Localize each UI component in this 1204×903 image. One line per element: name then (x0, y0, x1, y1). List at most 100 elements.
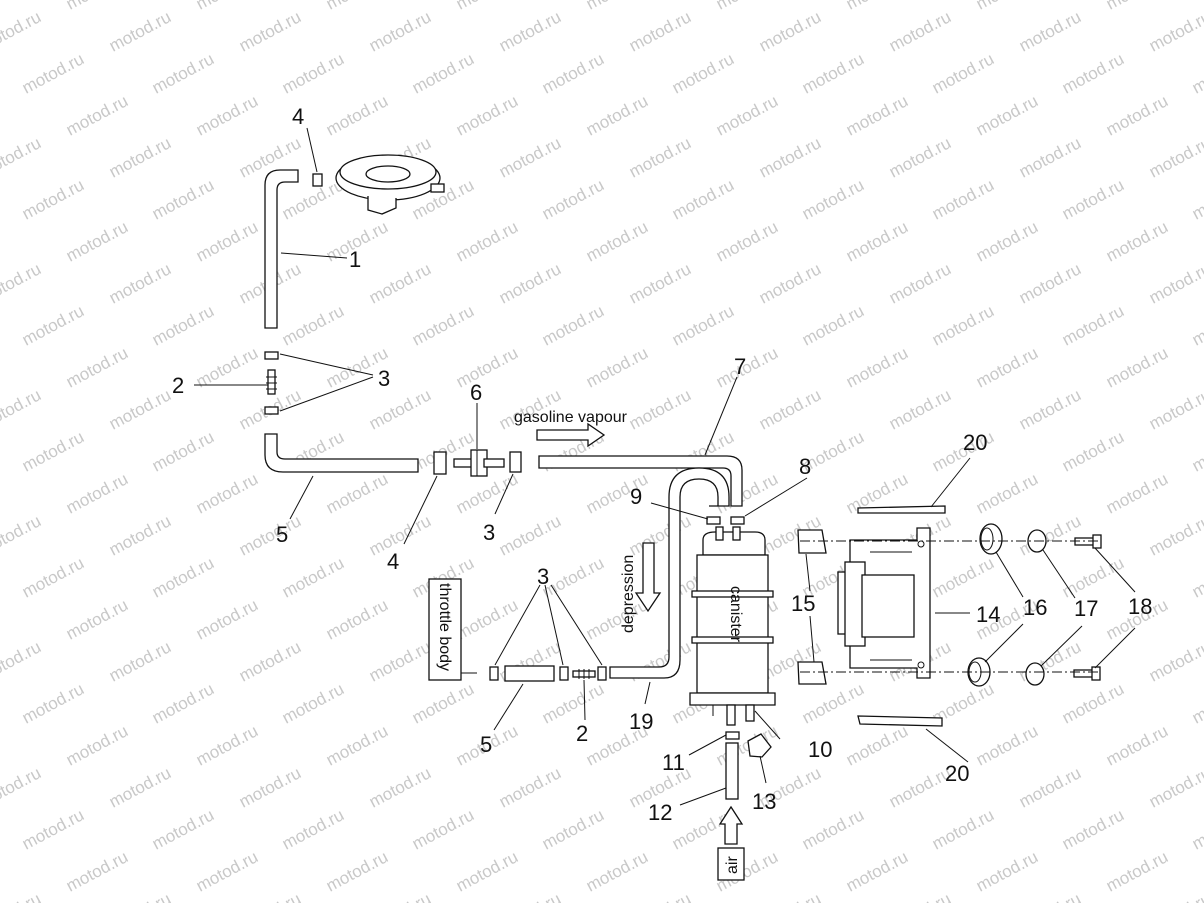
watermark-text: motod.ru (0, 259, 44, 307)
watermark-text: motod.ru (799, 679, 867, 727)
watermark-text: motod.ru (106, 511, 174, 559)
watermark-text: motod.ru (279, 679, 347, 727)
hose-7 (538, 455, 743, 507)
watermark-text: motod.ru (323, 847, 391, 895)
watermark-text: motod.ru (0, 637, 44, 685)
callout-16: 16 (1023, 595, 1047, 620)
watermark-text: motod.ru (236, 7, 304, 55)
callout-5-top: 5 (276, 522, 288, 547)
watermark-text: motod.ru (453, 217, 521, 265)
clamp-3-lower-b (559, 666, 569, 681)
callout-20-bottom: 20 (945, 761, 969, 786)
watermark-text: motod.ru (1016, 385, 1084, 433)
watermark-text: motod.ru (886, 385, 954, 433)
clamp-8 (730, 516, 745, 525)
watermark-text: motod.ru (756, 259, 824, 307)
clamp-11 (725, 731, 740, 740)
watermark-text: motod.ru (193, 721, 261, 769)
watermark-text: motod.ru (0, 847, 1, 895)
watermark-text: motod.ru (106, 7, 174, 55)
sleeve-4-top (312, 173, 323, 187)
watermark-text: motod.ru (149, 553, 217, 601)
watermark-text: motod.ru (626, 133, 694, 181)
watermark-text: motod.ru (0, 343, 1, 391)
clamp-3-lower-a (489, 666, 499, 681)
watermark-text: motod.ru (886, 763, 954, 811)
fitting-2-upper (266, 369, 277, 395)
watermark-text: motod.ru (539, 175, 607, 223)
watermark-text: motod.ru (409, 805, 477, 853)
watermark-text: motod.ru (19, 49, 87, 97)
watermark-text: motod.ru (843, 0, 911, 14)
watermark-text: motod.ru (63, 469, 131, 517)
watermark-text: motod.ru (1016, 889, 1084, 903)
watermark-text: motod.ru (886, 259, 954, 307)
watermark-text: motod.ru (0, 217, 1, 265)
air-arrow (718, 805, 744, 845)
vapour-arrow (536, 422, 606, 448)
watermark-text: motod.ru (279, 49, 347, 97)
watermark-text: motod.ru (1016, 763, 1084, 811)
watermark-text: motod.ru (756, 7, 824, 55)
watermark-text: motod.ru (193, 595, 261, 643)
watermark-text: motod.ru (583, 343, 651, 391)
watermark-text: motod.ru (193, 343, 261, 391)
watermark-text: motod.ru (63, 721, 131, 769)
watermark-text: motod.ru (626, 889, 694, 903)
watermark-text: motod.ru (323, 721, 391, 769)
watermark-text: motod.ru (713, 217, 781, 265)
watermark-text: motod.ru (193, 847, 261, 895)
watermark-text: motod.ru (626, 7, 694, 55)
grommet-16-top (979, 523, 1003, 555)
watermark-text: motod.ru (323, 469, 391, 517)
watermark-text: motod.ru (929, 49, 997, 97)
watermark-text: motod.ru (626, 259, 694, 307)
watermark-text: motod.ru (1146, 385, 1204, 433)
watermark-text: motod.ru (539, 805, 607, 853)
label-air: air (724, 856, 741, 874)
watermark-text: motod.ru (0, 889, 44, 903)
watermark-text: motod.ru (886, 889, 954, 903)
watermark-text: motod.ru (19, 301, 87, 349)
watermark-text: motod.ru (583, 847, 651, 895)
watermark-text: motod.ru (453, 343, 521, 391)
watermark-text: motod.ru (496, 259, 564, 307)
watermark-text: motod.ru (886, 7, 954, 55)
callout-4-mid: 4 (387, 549, 399, 574)
watermark-text: motod.ru (149, 805, 217, 853)
watermark-text: motod.ru (973, 469, 1041, 517)
callout-7: 7 (734, 354, 746, 379)
watermark-text: motod.ru (236, 889, 304, 903)
clamp-3-upper-b (264, 406, 279, 415)
watermark-text: motod.ru (0, 0, 1, 14)
sleeve-3-mid (509, 451, 522, 473)
label-throttle-body: throttle body (436, 583, 453, 671)
watermark-text: motod.ru (1103, 721, 1171, 769)
callout-3-top: 3 (378, 366, 390, 391)
watermark-text: motod.ru (713, 343, 781, 391)
watermark-text: motod.ru (409, 679, 477, 727)
watermark-text: motod.ru (0, 721, 1, 769)
watermark-text: motod.ru (1059, 805, 1127, 853)
watermark-text: motod.ru (1059, 553, 1127, 601)
watermark-text: motod.ru (583, 91, 651, 139)
watermark-text: motod.ru (366, 511, 434, 559)
watermark-text: motod.ru (1146, 889, 1204, 903)
watermark-text: motod.ru (1059, 301, 1127, 349)
watermark-text: motod.ru (0, 91, 1, 139)
bolt-18-bottom (1073, 666, 1101, 681)
callout-5-lower: 5 (480, 732, 492, 757)
watermark-text: motod.ru (149, 301, 217, 349)
watermark-text: motod.ru (0, 133, 44, 181)
watermark-text: motod.ru (799, 301, 867, 349)
watermark-text: motod.ru (539, 679, 607, 727)
watermark-text: motod.ru (106, 763, 174, 811)
watermark-text: motod.ru (799, 805, 867, 853)
watermark-text: motod.ru (193, 469, 261, 517)
hose-1 (264, 169, 299, 329)
watermark-text: motod.ru (1189, 427, 1204, 475)
watermark-text: motod.ru (583, 0, 651, 14)
watermark-text: motod.ru (106, 133, 174, 181)
watermark-text: motod.ru (973, 217, 1041, 265)
watermark-text: motod.ru (149, 679, 217, 727)
